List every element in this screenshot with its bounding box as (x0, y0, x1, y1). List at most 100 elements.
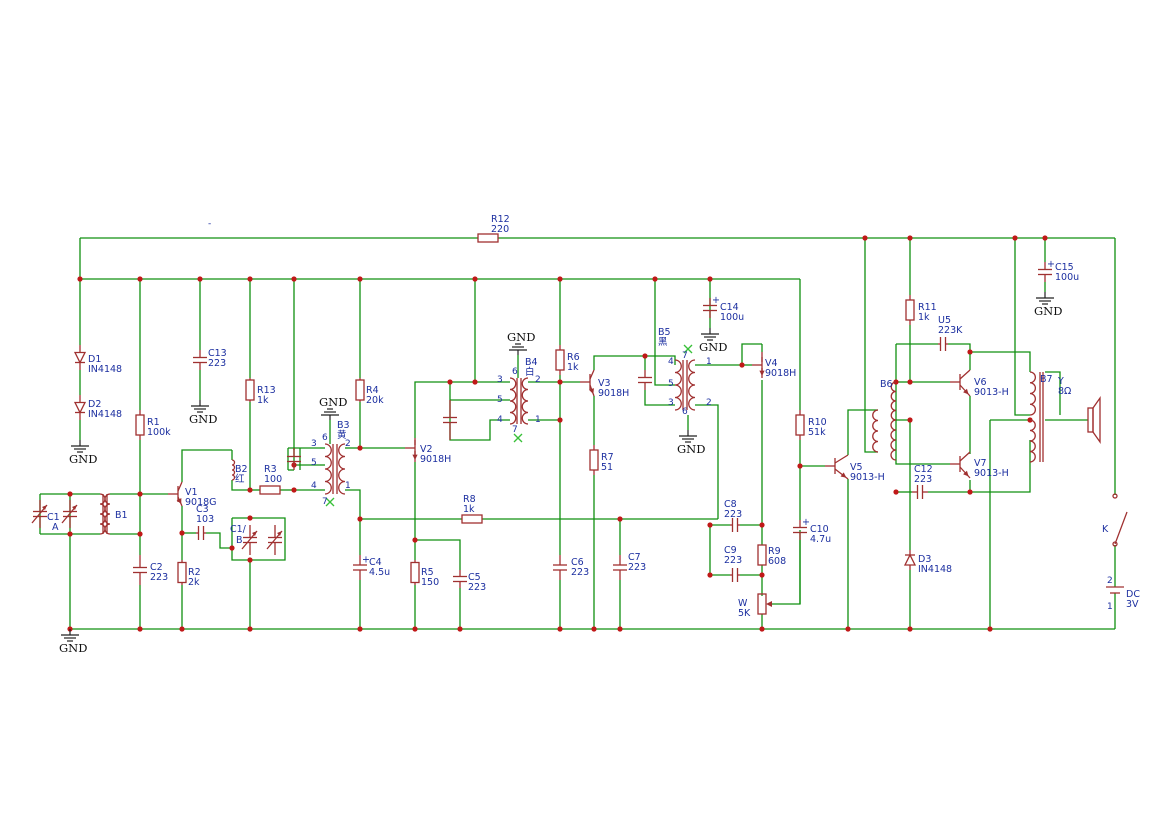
variable-arrow (277, 531, 282, 536)
capacitor (453, 570, 467, 588)
wire (231, 480, 250, 491)
junction-dot (137, 276, 143, 282)
capacitor-value: 223 (914, 474, 932, 485)
junction-dot (247, 276, 253, 282)
resistor (410, 560, 420, 585)
wire (970, 351, 1031, 372)
polarity-mark: + (362, 555, 370, 566)
speaker-value: 8Ω (1058, 386, 1071, 397)
resistor-body (589, 449, 599, 471)
variable-arrow (252, 531, 257, 536)
resistor-ref: R7 (601, 452, 614, 463)
pot-ref: W (738, 598, 748, 609)
transformer-b5 (674, 359, 696, 411)
gnd-label: GND (189, 412, 217, 426)
diode (903, 550, 917, 570)
resistor-body (355, 379, 365, 401)
pot-wiper (766, 601, 772, 607)
capacitor-ref: C14 (720, 302, 739, 313)
transformer-b6 (890, 381, 897, 461)
junction-dot (247, 487, 253, 493)
pin-number: 7 (682, 351, 688, 361)
wire (896, 419, 911, 440)
resistor-value: 100k (147, 427, 171, 438)
transistor-ref: V3 (598, 378, 611, 389)
pin-number: 5 (668, 379, 674, 389)
junction-dot (907, 235, 913, 241)
coil-winding (104, 493, 111, 535)
transformer-b7 (1029, 371, 1044, 463)
transistor-v1 (168, 481, 183, 507)
ground-symbol (509, 343, 527, 355)
polarity-mark: + (802, 517, 810, 528)
capacitor-value: 100u (720, 312, 744, 323)
junction-dot (137, 531, 143, 537)
resistor-body (757, 544, 767, 566)
transformer-color: 红 (235, 473, 245, 485)
wire (969, 440, 1031, 493)
junction-dot (67, 531, 73, 537)
diode-triangle (73, 401, 87, 414)
speaker-cone (1092, 395, 1101, 445)
junction-dot (591, 626, 597, 632)
capacitor-value: 4.7u (810, 534, 831, 545)
variable-arrow (72, 505, 77, 510)
u5-value: 223K (938, 325, 963, 336)
junction-dot (472, 379, 478, 385)
capacitor-ref: C7 (628, 552, 641, 563)
junction-dot (759, 522, 765, 528)
junction-dot (987, 626, 993, 632)
wire (414, 462, 461, 570)
wires (39, 235, 1116, 632)
resistor-ref: R10 (808, 417, 827, 428)
pin-number: 5 (311, 458, 317, 468)
polarity-mark: + (712, 295, 720, 306)
resistor (905, 295, 915, 325)
resistor-body (905, 299, 915, 321)
capacitor-ref: C3 (196, 504, 209, 515)
junction-dot (862, 235, 868, 241)
junction-dot (893, 489, 899, 495)
transistor-value: 9018H (420, 454, 451, 465)
wire (645, 355, 676, 365)
components: ++++ (31, 233, 1128, 642)
variable-arrow (42, 505, 47, 510)
battery-pin: 2 (1107, 576, 1113, 586)
resistor-ref: R13 (257, 385, 276, 396)
component-labels: R12220D1IN4148D2IN4148GNDC1AB1GNDR1100kC… (47, 214, 1140, 655)
capacitor (553, 555, 567, 580)
resistor (795, 410, 805, 440)
junction-dot (797, 463, 803, 469)
emitter-arrow (963, 388, 969, 395)
resistor-body (135, 414, 145, 436)
pin-number: 3 (668, 398, 674, 408)
capacitor-value: 223 (468, 582, 486, 593)
stroke (959, 369, 971, 380)
transformer-ref: B2 (235, 464, 248, 475)
no-connect-mark (683, 344, 693, 354)
resistor-body (795, 414, 805, 436)
junction-dot (707, 276, 713, 282)
resistor-value: 1k (257, 395, 269, 406)
junction-dot (412, 626, 418, 632)
switch (1112, 493, 1128, 547)
ground-symbol (61, 629, 79, 642)
pin-number: 3 (497, 375, 503, 385)
electrolytic-capacitor: + (353, 555, 370, 580)
junction-dot (179, 530, 185, 536)
gnd-label: GND (319, 395, 347, 409)
coil-winding (890, 381, 897, 421)
resistor-ref: R2 (188, 567, 201, 578)
junction-dot (907, 626, 913, 632)
wire (895, 440, 950, 465)
resistor-body (177, 561, 187, 584)
transformer-ref: B1 (115, 510, 128, 521)
junction-dot (137, 626, 143, 632)
gnd-label: GND (507, 330, 535, 344)
resistor-value: 100 (264, 474, 282, 485)
wire (414, 381, 475, 438)
ground-symbol (191, 400, 209, 413)
coil-winding (674, 359, 682, 411)
junction-dot (967, 349, 973, 355)
